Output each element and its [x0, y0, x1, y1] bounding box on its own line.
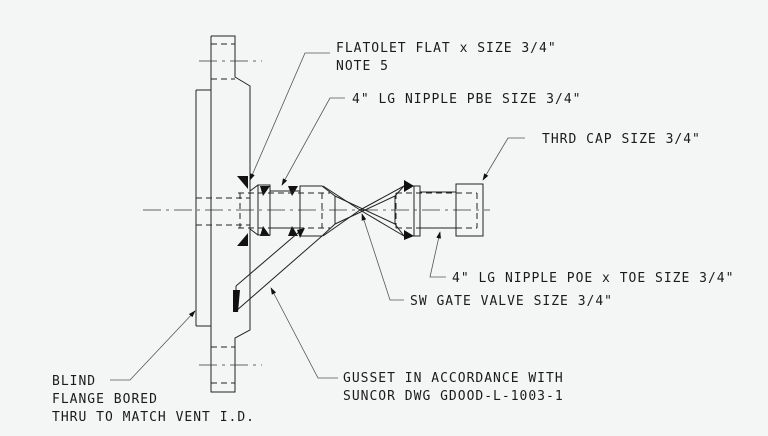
label-blind-line2: FLANGE BORED	[52, 392, 158, 407]
vent-bore	[143, 197, 490, 226]
gate-valve	[322, 185, 405, 237]
label-nipple-poe: 4" LG NIPPLE POE x TOE SIZE 3/4"	[452, 271, 734, 286]
label-nipple-pbe: 4" LG NIPPLE PBE SIZE 3/4"	[352, 92, 582, 107]
gusset	[233, 228, 323, 312]
annotations: FLATOLET FLAT x SIZE 3/4" NOTE 5 4" LG N…	[52, 41, 734, 425]
label-flatolet-line2: NOTE 5	[336, 59, 389, 74]
blind-flange	[195, 35, 262, 393]
label-gusset-line2: SUNCOR DWG GDOOD-L-1003-1	[343, 389, 564, 404]
flatolet-and-pbe-nipple	[238, 184, 330, 236]
poe-nipple-and-cap	[394, 180, 484, 240]
leaders	[110, 52, 525, 381]
label-thrd-cap: THRD CAP SIZE 3/4"	[542, 132, 701, 147]
label-gusset-line1: GUSSET IN ACCORDANCE WITH	[343, 371, 564, 386]
label-blind-line1: BLIND	[52, 374, 96, 389]
label-gate-valve: SW GATE VALVE SIZE 3/4"	[410, 294, 613, 309]
label-flatolet-line1: FLATOLET FLAT x SIZE 3/4"	[336, 41, 557, 56]
label-blind-line3: THRU TO MATCH VENT I.D.	[52, 410, 255, 425]
